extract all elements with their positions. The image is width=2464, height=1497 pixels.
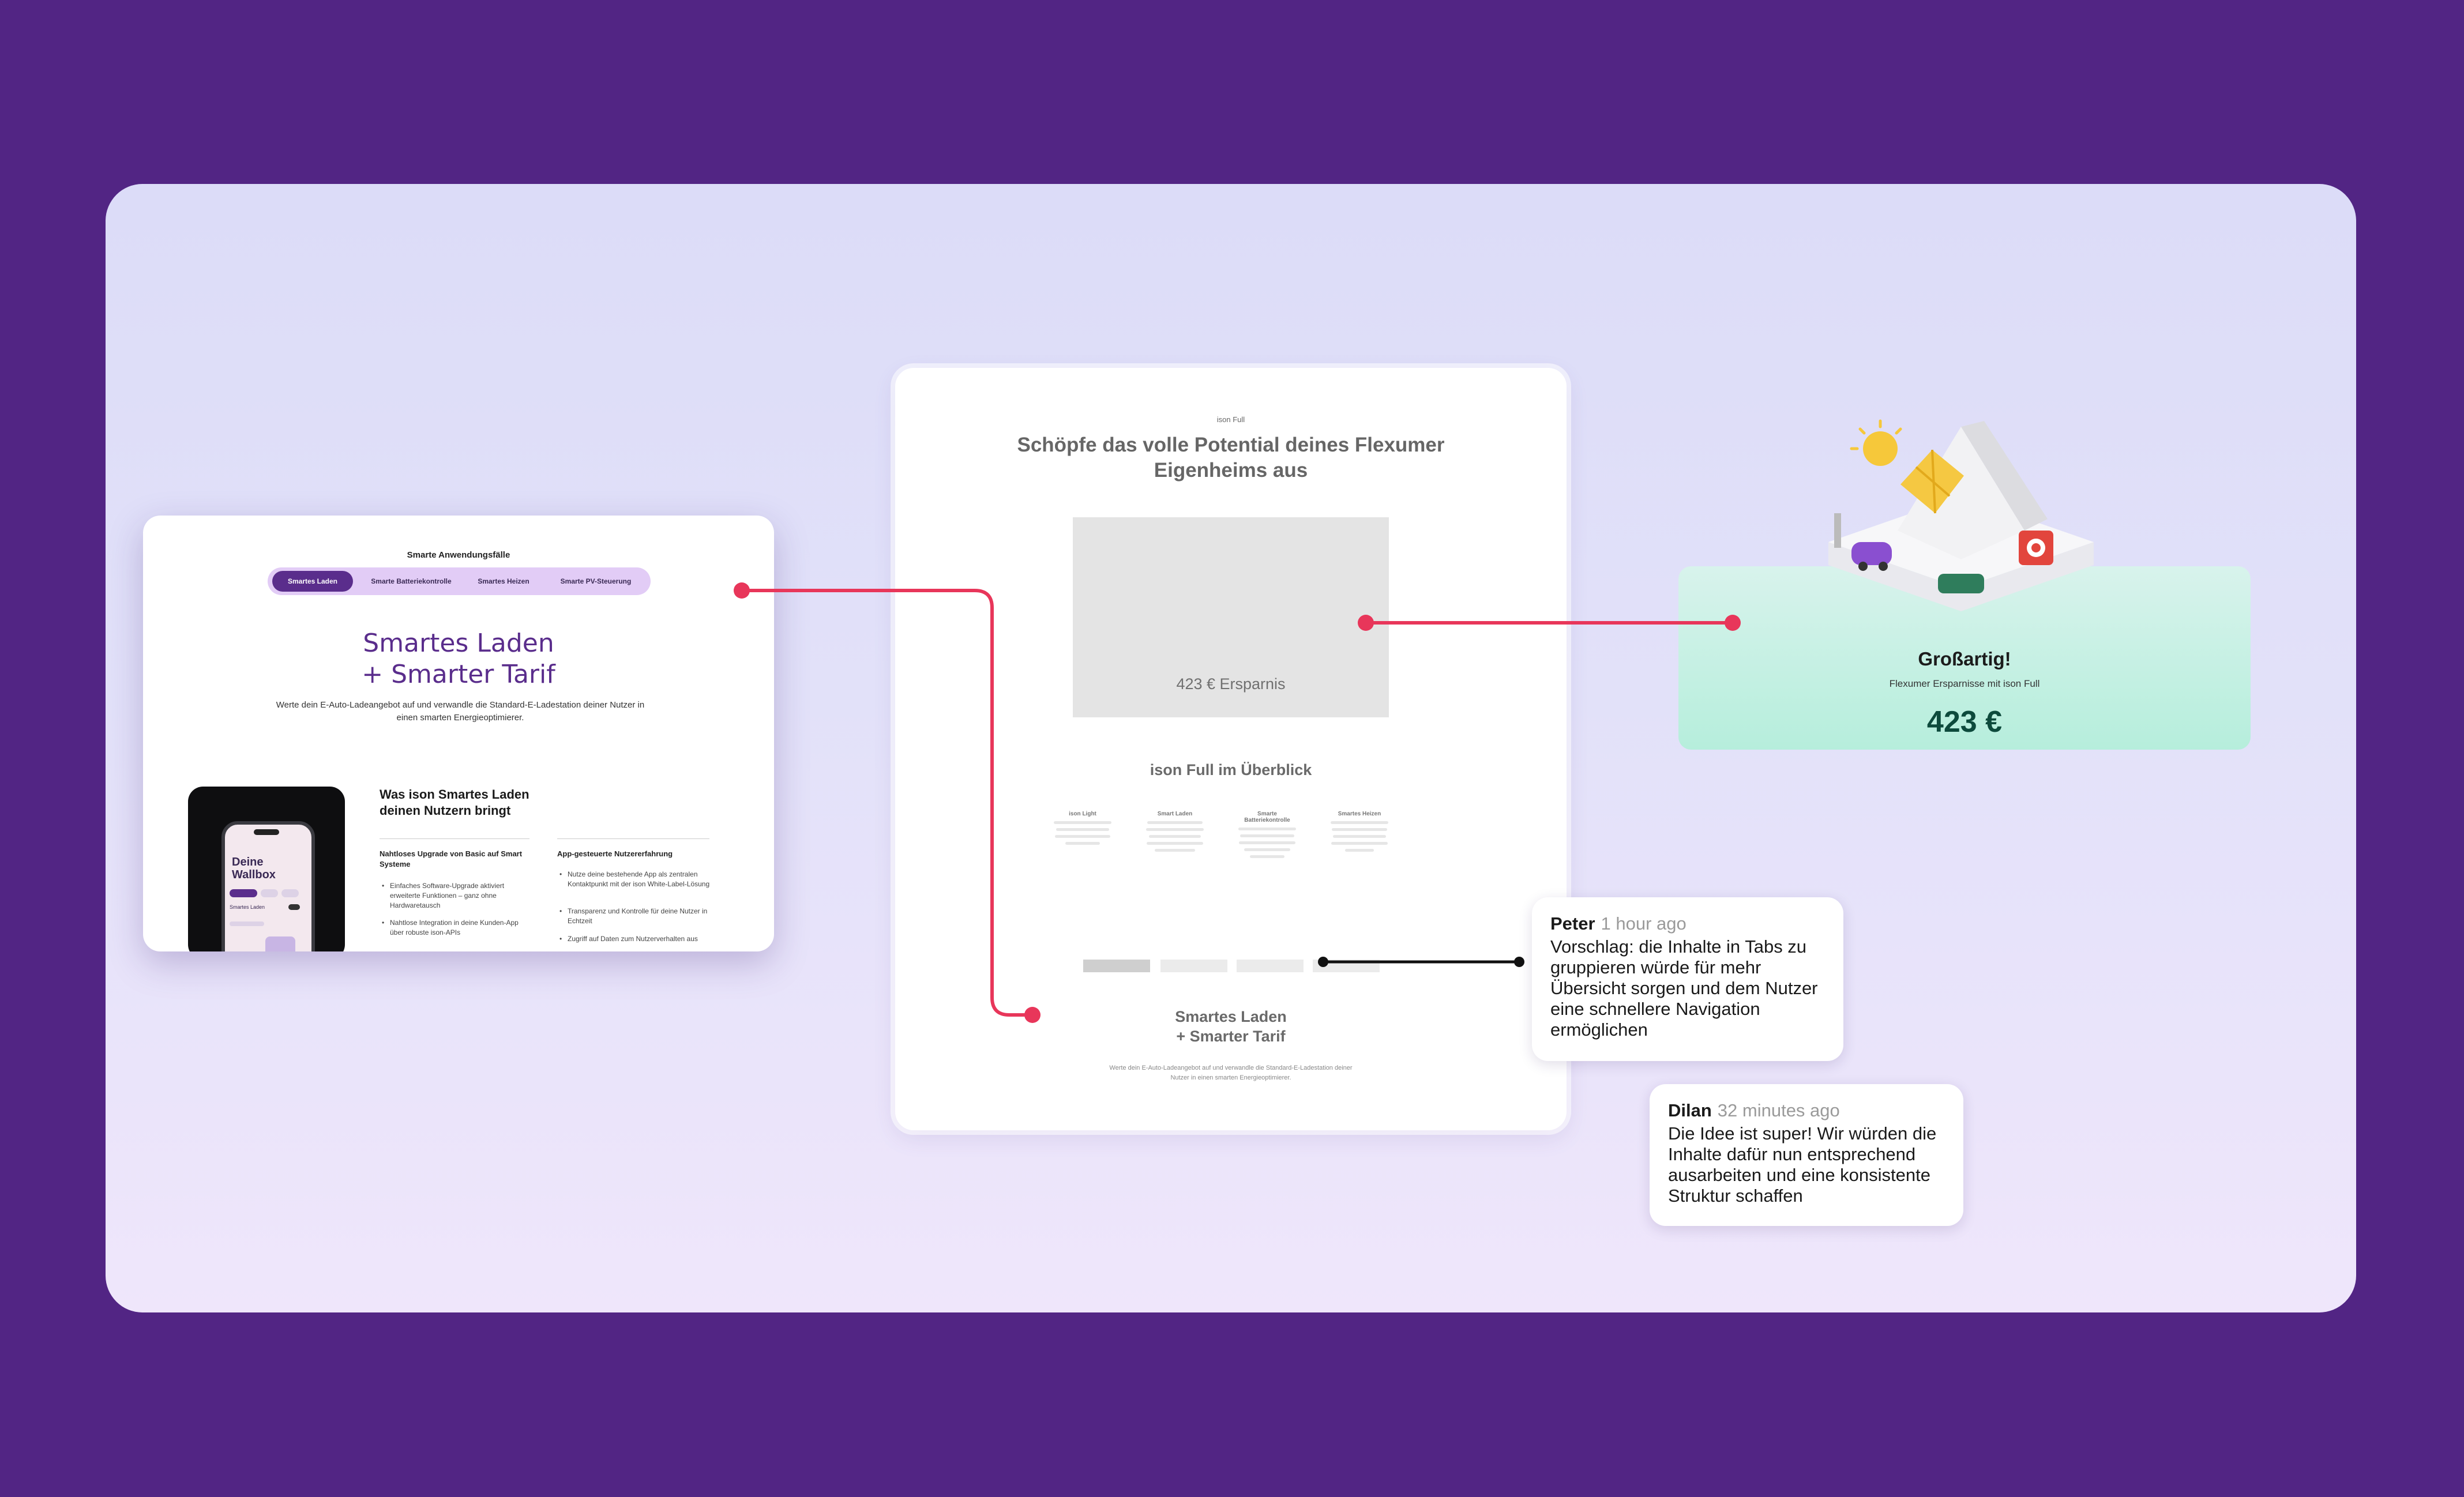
wireframe-title: Schöpfe das volle Potential deines Flexu… [1017, 434, 1445, 482]
phone-preview: Deine Wallbox Smartes Laden [188, 787, 345, 951]
overview-column-title: Smart Laden [1157, 811, 1193, 817]
phone-title: Deine Wallbox [232, 856, 276, 881]
smart-title-line-2: + Smarter Tarif [1176, 1028, 1286, 1045]
benefit-bullet: Nahtlose Integration in deine Kunden-App… [382, 918, 523, 938]
smart-description: Werte dein E-Auto-Ladeangebot auf und ve… [1109, 1065, 1353, 1081]
comment-pin-dot [1514, 957, 1524, 967]
smart-use-cases-card: Smarte Anwendungsfälle Smartes Laden Sma… [143, 516, 774, 951]
tab-smartes-heizen[interactable]: Smartes Heizen [478, 577, 529, 585]
benefit-column-1-title: Nahtloses Upgrade von Basic auf Smart Sy… [380, 849, 523, 868]
overview-column: Smartes Heizen [1328, 811, 1391, 852]
benefits-heading: Was ison Smartes Laden deinen Nutzern br… [380, 787, 529, 818]
comment-card[interactable]: Peter 1 hour ago Vorschlag: die Inhalte i… [1532, 897, 1843, 1061]
headline: Smartes Laden + Smarter Tarif [143, 628, 774, 690]
benefit-bullet: Transparenz und Kontrolle für deine Nutz… [559, 907, 712, 926]
tab-smartes-laden[interactable]: Smartes Laden [272, 571, 353, 592]
phone-chip [281, 889, 299, 897]
overview-column: Smart Laden [1143, 811, 1207, 852]
result-value: 423 € [1926, 705, 2003, 739]
overview-column-title: ison Light [1069, 811, 1096, 817]
overview-column: ison Light [1051, 811, 1114, 845]
overview-column-title: Smarte Batteriekontrolle [1244, 811, 1290, 823]
connector-dot [734, 582, 750, 599]
phone-line [230, 921, 264, 926]
phone-chip-active [230, 889, 257, 897]
comment-time: 1 hour ago [1601, 913, 1687, 934]
overview-title: ison Full im Überblick [1150, 761, 1312, 778]
phone-toggle [288, 904, 300, 910]
wireframe-page: ison Full Schöpfe das volle Potential de… [895, 368, 1567, 1130]
benefit-bullet: Zugriff auf Daten zum Nutzerverhalten au… [559, 934, 712, 944]
comment-pin-dot [1318, 957, 1328, 967]
connector-line [742, 589, 1032, 1017]
result-title: Großartig! [1918, 648, 2011, 669]
overview-column-title: Smartes Heizen [1338, 811, 1381, 817]
tab-smarte-batteriekontrolle[interactable]: Smarte Batteriekontrolle [371, 577, 452, 585]
connector-dot [1024, 1007, 1041, 1023]
tab-smarte-pv-steuerung[interactable]: Smarte PV-Steuerung [560, 577, 632, 585]
benefit-bullet: Nutze deine bestehende App als zentralen… [559, 870, 712, 889]
image-placeholder: 423 € Ersparnis [1073, 517, 1389, 717]
headline-line-2: + Smarter Tarif [362, 660, 555, 689]
wireframe-tab-active[interactable] [1083, 960, 1150, 972]
benefit-column-2-title: App-gesteuerte Nutzererfahrung [557, 849, 673, 858]
section-title: Smarte Anwendungsfälle [407, 550, 510, 560]
smart-title: Smartes Laden + Smarter Tarif [895, 1007, 1567, 1046]
smart-home-illustration-icon [1828, 419, 2094, 611]
connector-dot [1358, 615, 1374, 631]
result-subtitle: Flexumer Ersparnisse mit ison Full [1889, 678, 2040, 689]
benefit-bullet: Einfaches Software-Upgrade aktiviert erw… [382, 881, 523, 911]
phone-chip-label: Smartes Laden [230, 904, 265, 910]
comment-time: 32 minutes ago [1717, 1100, 1840, 1120]
use-case-tab-bar: Smartes Laden Smarte Batteriekontrolle S… [268, 567, 651, 595]
divider [380, 838, 529, 839]
comment-author: Dilan [1668, 1100, 1712, 1120]
wireframe-eyebrow: ison Full [1216, 415, 1245, 424]
car-icon [265, 936, 295, 951]
divider [557, 838, 709, 839]
wireframe-tab[interactable] [1160, 960, 1227, 972]
comment-author: Peter [1550, 913, 1595, 934]
phone-mockup: Deine Wallbox Smartes Laden [221, 821, 315, 951]
comment-text: Die Idee ist super! Wir würden die Inhal… [1668, 1123, 1937, 1206]
wireframe-tab[interactable] [1237, 960, 1304, 972]
connector-dot [1725, 615, 1741, 631]
phone-notch [254, 829, 279, 835]
savings-label: 423 € Ersparnis [1176, 675, 1286, 693]
phone-chip [261, 889, 278, 897]
smart-title-line-1: Smartes Laden [1175, 1008, 1287, 1025]
headline-description: Werte dein E-Auto-Ladeangebot auf und ve… [276, 700, 645, 723]
overview-column: Smarte Batteriekontrolle [1235, 811, 1299, 858]
headline-line-1: Smartes Laden [363, 629, 554, 658]
comment-text: Vorschlag: die Inhalte in Tabs zu gruppi… [1550, 936, 1818, 1040]
